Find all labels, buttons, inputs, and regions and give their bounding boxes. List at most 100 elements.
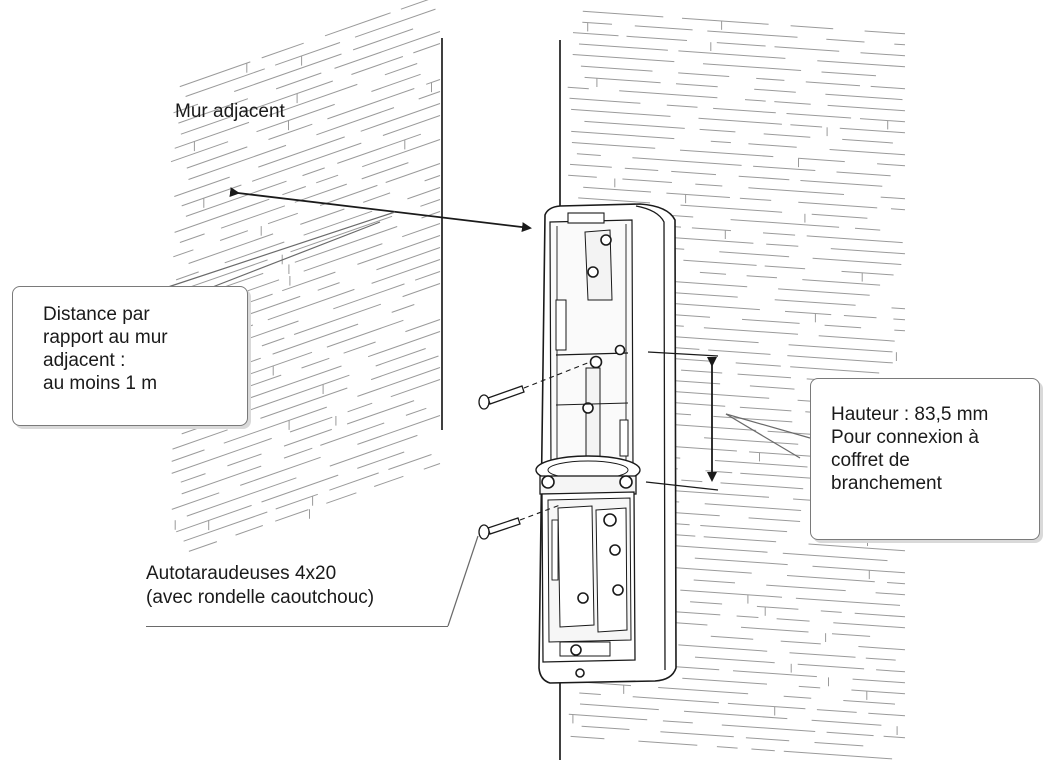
wall-grain-line [675,83,718,88]
wall-grain-line [698,117,782,125]
wall-grain-line [788,344,893,353]
wall-grain-line [240,456,321,486]
wall-grain-line [579,703,659,711]
wall-grain-line [337,133,422,164]
wall-grain-line [749,385,795,390]
wall-grain-line [744,99,766,102]
screw-upper-guide [523,361,591,389]
wall-grain-line [268,83,358,116]
wall-grain-line [854,612,906,618]
wall-grain-line [632,157,742,166]
wall-grain-line [181,184,242,207]
wall-grain-line [737,373,792,379]
wall-grain-line [691,227,732,232]
wall-grain-line [357,415,441,445]
wall-grain-line [385,163,441,183]
wall-grain-line [806,235,903,244]
screws-line-1: Autotaraudeuses 4x20 [146,563,337,584]
wall-grain-line [329,434,418,467]
wall-grain-line [316,174,339,184]
wall-grain-line [179,233,205,243]
wall-grain-line [891,307,906,310]
wall-grain-line [730,219,840,228]
distance-callout: Distance par rapport au mur adjacent : a… [12,286,248,426]
wall-grain-line [762,232,796,236]
wall-grain-line [361,162,409,180]
wall-grain-line [877,163,906,167]
wall-grain-line [567,86,589,90]
wall-grain-line [362,139,441,168]
wall-grain-line [171,449,205,462]
wall-grain-line [704,503,802,511]
wall-grain-line [864,30,906,35]
wall-grain-line [732,670,817,678]
wall-grain-line [582,21,613,25]
wall-grain-line [667,489,770,498]
wall-grain-line [824,324,862,329]
wall-grain-line [402,223,441,238]
wall-grain-line [283,428,332,447]
wall-grain-line [568,713,648,721]
wall-grain-line [185,68,265,97]
wall-grain-line [694,557,788,566]
wall-grain-line [363,192,391,203]
wall-grain-line [578,43,668,51]
wall-grain-line [343,341,376,354]
height-callout: Hauteur : 83,5 mm Pour connexion à coffr… [810,378,1040,540]
wall-grain-line [710,140,731,144]
wall-grain-line [890,208,906,211]
wall-grain-line [782,552,888,562]
wall-grain-line [678,644,768,652]
distance-arrow [229,187,532,233]
wall-grain-line [186,477,297,517]
wall-grain-line [371,73,421,92]
wall-grain-line [700,525,788,533]
wall-grain-line [324,12,391,37]
wall-grain-line [713,107,776,114]
wall-grain-line [251,142,362,182]
wall-grain-line [778,288,870,296]
wall-grain-line [831,633,871,637]
wall-grain-line [774,299,856,306]
wall-grain-line [571,130,675,140]
wall-grain-line [175,271,199,281]
wall-grain-line [859,118,906,123]
wall-grain-line [179,61,251,88]
wall-grain-line [748,517,801,522]
wall-grain-line [275,72,322,90]
wall-grain-line [716,42,766,47]
wall-grain-line [716,746,738,749]
wall-grain-line [274,42,341,66]
wall-grain-line [713,415,793,423]
wall-grain-line [413,43,441,54]
wall-grain-line [220,205,286,229]
wall-grain-line [319,184,378,206]
wall-grain-line [786,113,852,119]
wall-grain-line [384,63,418,76]
wall-grain-line [678,72,730,77]
wall-grain-line [754,88,796,93]
wall-grain-line [371,259,441,284]
screw-lower-guide [519,504,561,521]
wall-grain-line [238,365,342,403]
wall-grain-line [172,429,228,450]
wall-grain-line [258,136,345,168]
wall-grain-line [662,720,693,724]
wall-grain-line [798,685,821,689]
wall-grain-line [714,460,808,468]
wall-grain-line [746,275,778,279]
wall-grain-line [569,97,641,104]
wall-grain-line [721,724,816,732]
wall-grain-line [326,492,357,504]
wall-grain-line [275,493,318,510]
wall-grain-line [681,479,703,483]
height-line-2: Pour connexion à [831,427,979,448]
wall-grain-line [854,227,881,231]
wall-grain-line [188,144,287,180]
wall-grain-line [234,53,342,92]
wall-grain-line [710,635,754,640]
wall-grain-line [694,656,775,664]
adjacent-wall-label: Mur adjacent [175,101,285,122]
wall-grain-line [894,329,906,332]
wall-grain-line [678,50,786,59]
